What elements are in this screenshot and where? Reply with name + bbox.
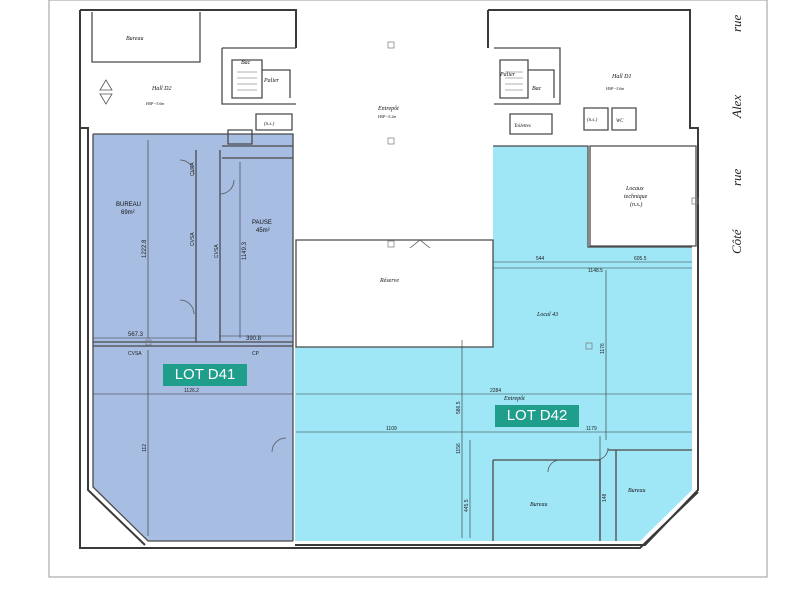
room-label-entrepot-d42: Entrepôt [503,396,525,402]
room-label-palier-right: Palier [499,72,516,78]
room-label-bac-left: Bac [241,60,251,66]
room-label-bureau-d41-area: 69m² [121,210,135,216]
room-label-pause-area: 45m² [256,228,270,234]
room-label-hall-d2-sub: HSP ~3.6m [145,101,164,106]
dimension-lines [93,140,692,538]
dim-1148: 1148.5 [588,268,603,274]
room-label-reserve: Réserve [379,278,399,284]
dim-cvsa-1: CVSA [190,162,196,176]
room-label-bureau-top: Bureau [126,36,143,42]
dim-1149: 1149.3 [242,241,248,260]
room-label-entrepot-top-sub: HSP ~5.2m [377,114,396,119]
exterior-walls [79,9,699,549]
street-label-cote: Côté [729,228,744,254]
dim-1156: 1156 [456,443,462,454]
dim-112: 112 [142,444,148,452]
room-label-entrepot-top: Entrepôt [377,106,399,112]
street-label-rue-1: rue [729,14,744,32]
dim-1126: 1126.2 [184,388,199,394]
dim-567: 567.3 [128,332,144,338]
lot-d41-area[interactable] [93,134,293,541]
dim-cvsa-2: CVSA [190,232,196,246]
stair-symbols [237,71,523,91]
room-label-ns-right: (n.s.) [587,118,598,123]
dim-1109: 1109 [386,426,397,432]
room-label-pause: PAUSE [252,220,272,226]
lot-d41-label: LOT D41 [174,366,236,383]
street-label-alex: Alex [729,95,744,119]
dim-586: 586.5 [456,401,462,414]
dim-390: 390.8 [246,336,262,342]
column-markers [145,41,699,350]
room-label-locaux-3: (n.s.) [630,201,642,208]
room-label-bureau-bottom-left: Bureau [530,502,547,508]
room-label-locaux-1: Locaux [625,186,644,192]
dim-1176: 1176 [600,343,606,354]
room-label-hall-d1-sub: HSP ~3.6m [605,86,624,91]
dim-cp: CP [252,351,260,357]
room-label-bureau-d41: BUREAU [116,202,141,208]
interior-walls [91,12,697,542]
room-label-locaux-2: technique [624,194,648,200]
room-label-wc: WC [616,119,624,124]
dim-cvsa-3: CVSA [214,244,220,258]
dim-445: 445.5 [464,499,470,512]
lot-d42-label: LOT D42 [506,407,568,424]
dim-544: 544 [536,256,545,262]
room-label-bac-right: Bac [532,86,542,92]
room-label-toilettes: Toilettes [514,124,531,129]
door-symbols [99,79,609,473]
street-label-rue-2: rue [729,168,744,186]
dim-1179: 1179 [586,426,597,432]
lot-d42-badge[interactable]: LOT D42 [495,405,579,427]
room-label-ns-left: (n.s.) [264,122,275,127]
lot-d41-badge[interactable]: LOT D41 [163,364,247,386]
room-label-hall-d2: Hall D2 [151,86,172,92]
dim-cvsa-4: CVSA [128,351,142,357]
room-label-palier-left: Palier [263,78,280,84]
room-label-local43: Local 43 [536,311,558,318]
room-label-hall-d1: Hall D1 [611,74,632,80]
room-label-bureau-bottom-right: Bureau [628,488,645,494]
dim-2284: 2284 [490,388,501,394]
dim-148: 148 [602,493,608,502]
dim-605: 605.5 [634,256,647,262]
dim-1222: 1222.8 [142,239,148,258]
